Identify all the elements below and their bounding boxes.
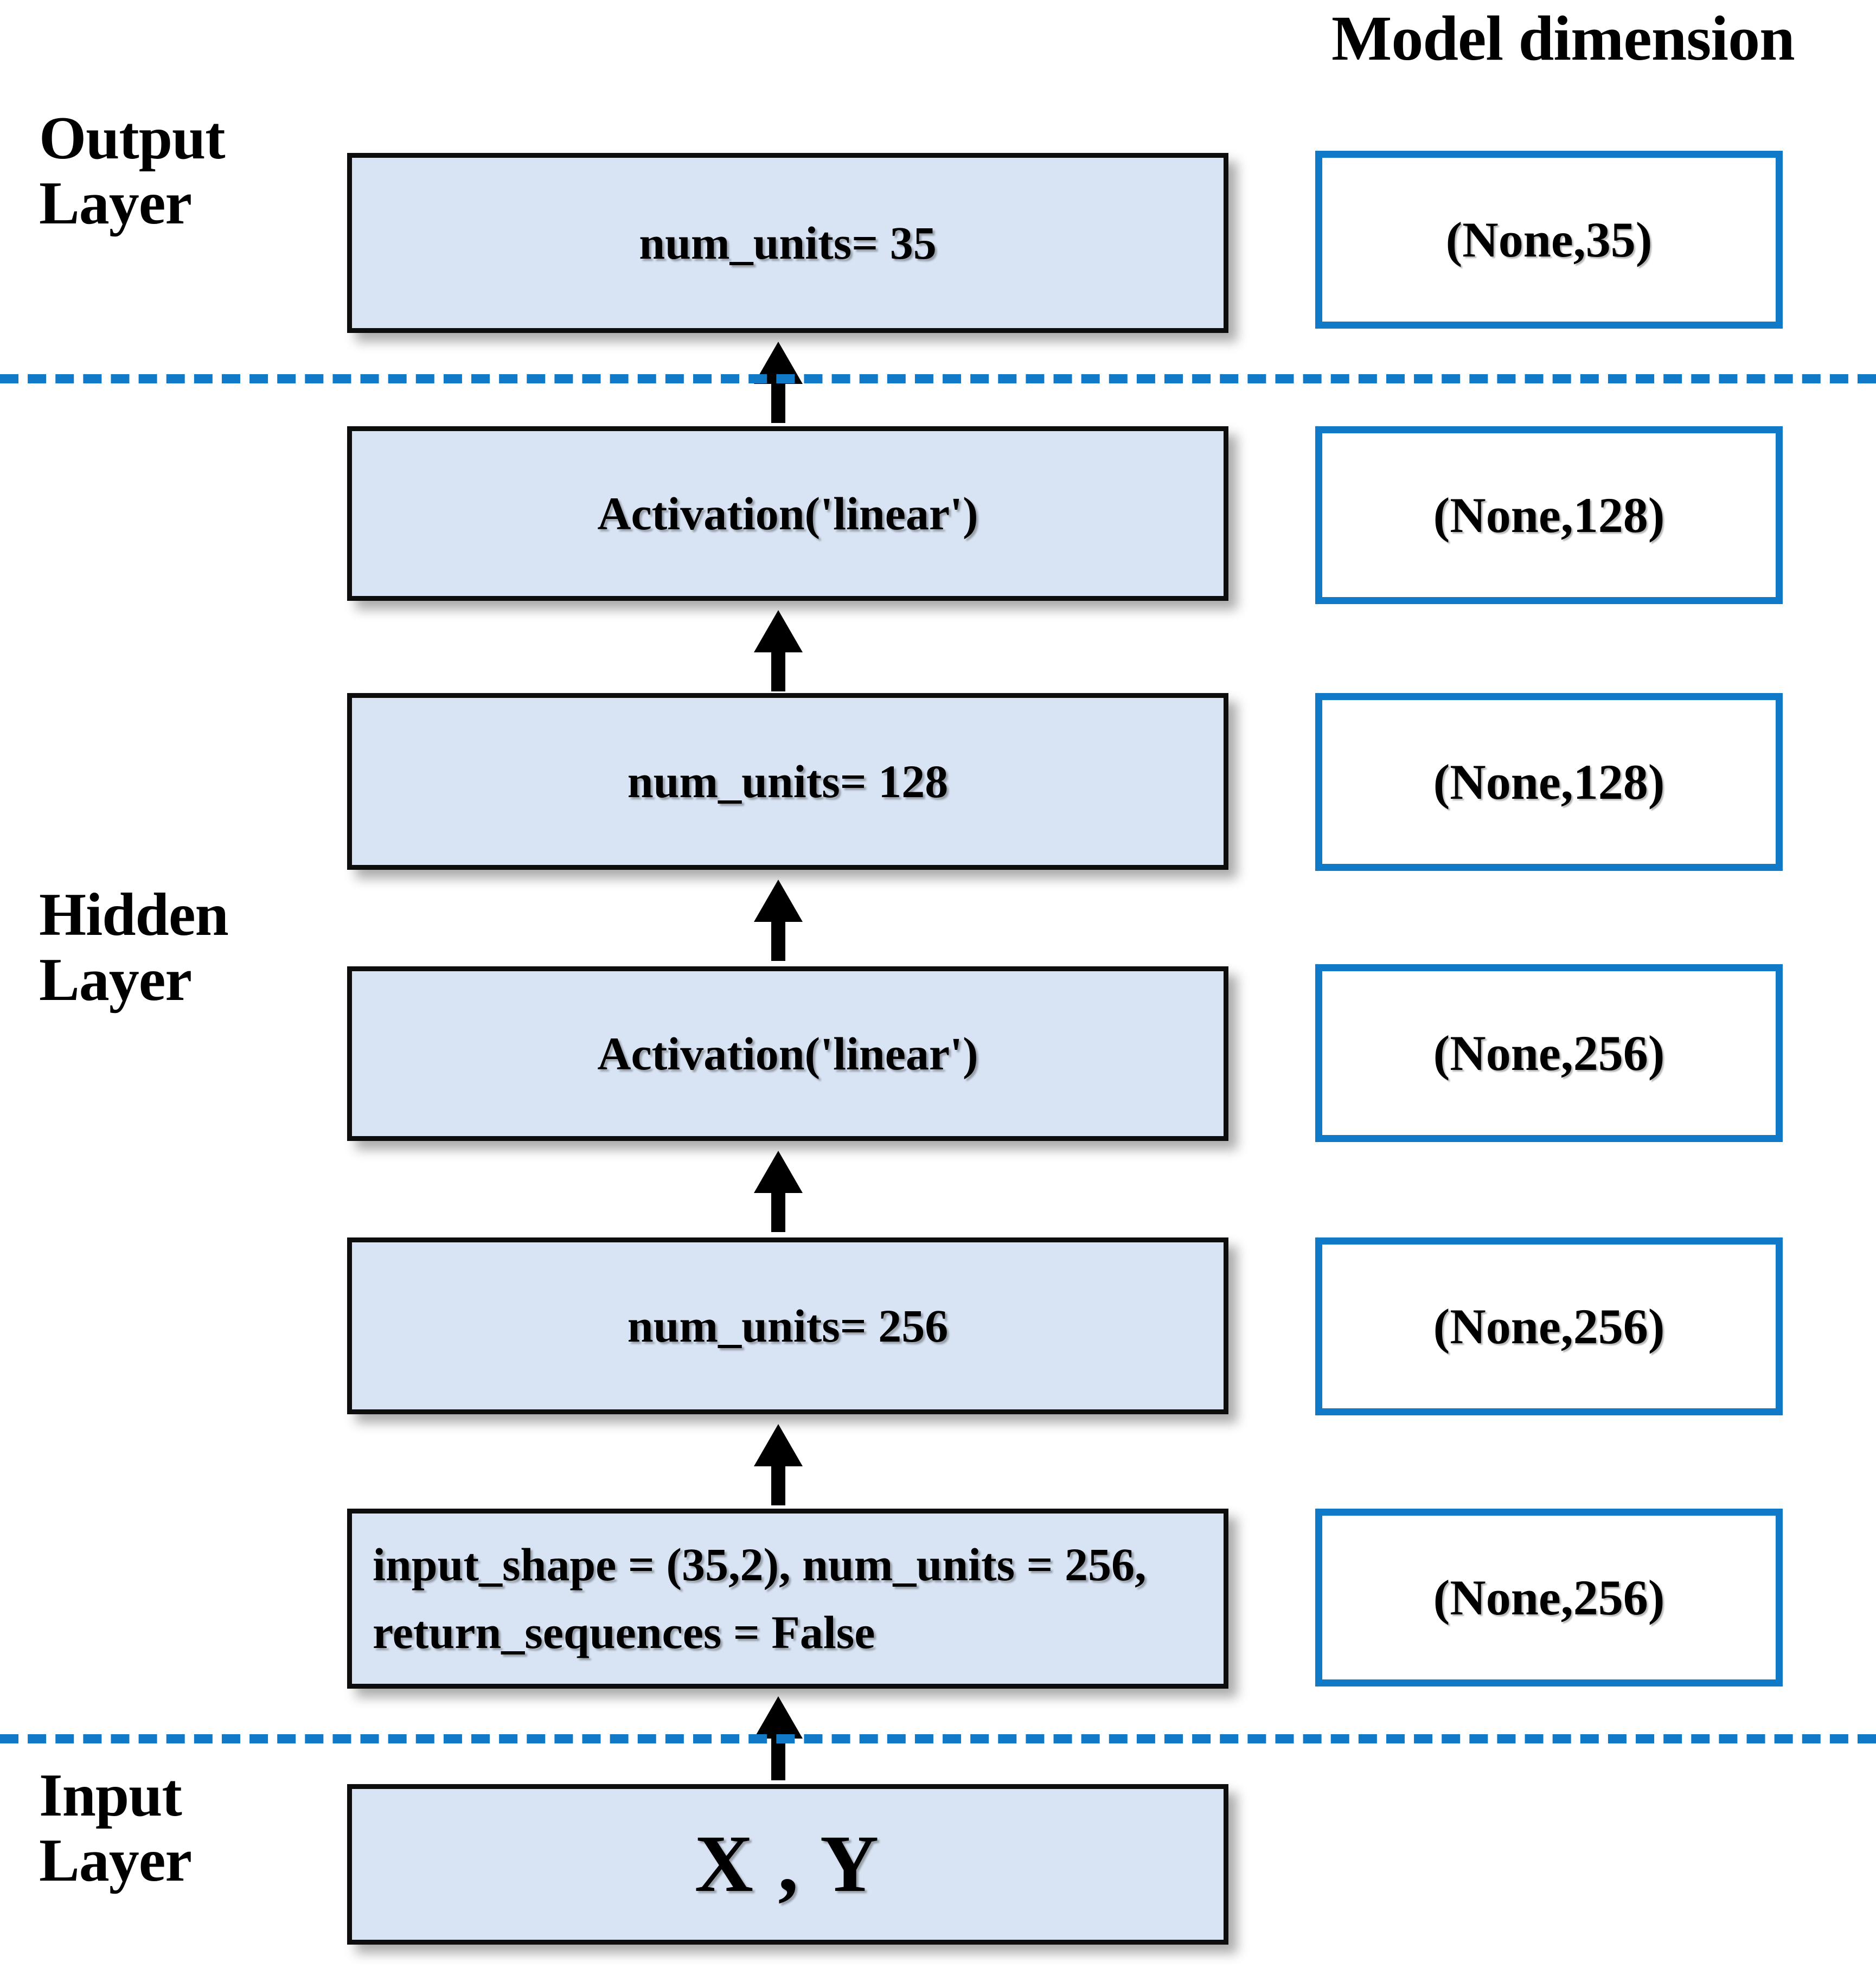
layer-box-dense-output[interactable]: num_units= 35	[347, 153, 1228, 333]
section-label-output-layer: Output Layer	[39, 105, 226, 237]
layer-box-label: X , Y	[694, 1819, 881, 1909]
layer-box-label: num_units= 35	[639, 216, 937, 269]
model-dimension-header: Model dimension	[1331, 3, 1795, 74]
layer-box-label: input_shape = (35,2), num_units = 256, r…	[373, 1538, 1147, 1658]
dimension-value: (None,128)	[1433, 488, 1665, 543]
flow-arrow-up-4	[746, 1151, 811, 1232]
dimension-value: (None,256)	[1433, 1025, 1665, 1081]
layer-box-activation-1[interactable]: Activation('linear')	[347, 966, 1228, 1141]
flow-arrow-up-2	[746, 610, 811, 691]
layer-box-lstm-input[interactable]: input_shape = (35,2), num_units = 256, r…	[347, 1509, 1228, 1689]
layer-box-activation-2[interactable]: Activation('linear')	[347, 426, 1228, 601]
divider-hidden-input	[0, 1734, 1876, 1743]
dimension-value: (None,256)	[1433, 1299, 1665, 1354]
dimension-box-dense-256: (None,256)	[1315, 1237, 1783, 1415]
dimension-value: (None,35)	[1445, 212, 1653, 267]
dimension-box-dense-128: (None,128)	[1315, 693, 1783, 871]
flow-arrow-up-5	[746, 1424, 811, 1505]
section-label-hidden-layer: Hidden Layer	[39, 881, 229, 1014]
layer-box-label: num_units= 256	[627, 1299, 949, 1352]
flow-arrow-up-3	[746, 880, 811, 961]
dimension-box-activation-1: (None,256)	[1315, 964, 1783, 1142]
layer-box-input-data[interactable]: X , Y	[347, 1784, 1228, 1945]
layer-box-label: num_units= 128	[627, 755, 949, 807]
dimension-value: (None,256)	[1433, 1570, 1665, 1625]
dimension-box-dense-output: (None,35)	[1315, 151, 1783, 329]
layer-box-label: Activation('linear')	[597, 1027, 978, 1080]
section-label-input-layer: Input Layer	[39, 1762, 192, 1894]
layer-box-dense-128[interactable]: num_units= 128	[347, 693, 1228, 870]
dimension-box-activation-2: (None,128)	[1315, 426, 1783, 604]
layer-box-label: Activation('linear')	[597, 487, 978, 540]
divider-output-hidden	[0, 374, 1876, 383]
layer-box-dense-256[interactable]: num_units= 256	[347, 1237, 1228, 1414]
dimension-box-lstm-input: (None,256)	[1315, 1509, 1783, 1686]
dimension-value: (None,128)	[1433, 754, 1665, 810]
